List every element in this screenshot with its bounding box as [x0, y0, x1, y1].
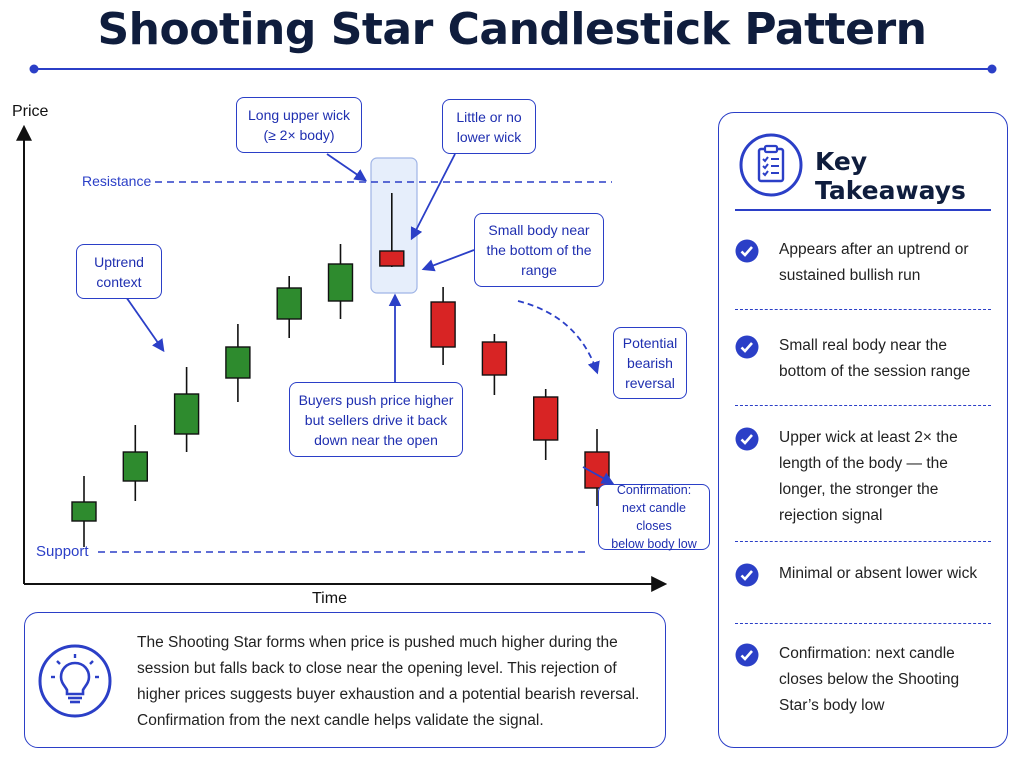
callout-small-body: Small body near the bottom of the range [474, 213, 604, 287]
candle-2-body [122, 451, 149, 482]
callout-line: range [521, 262, 557, 278]
candle-9-body [481, 341, 508, 376]
callout-line: reversal [625, 375, 675, 391]
callout-line: Long upper wick [248, 107, 350, 123]
callout-line: the bottom of the [486, 242, 592, 258]
callout-line: down near the open [314, 431, 438, 448]
callout-line: context [96, 273, 142, 290]
callout-line: bearish [627, 355, 673, 371]
rule-left-dot [29, 64, 39, 74]
title-rule [29, 64, 997, 74]
takeaway-separator [735, 541, 991, 542]
check-circle-icon [735, 335, 759, 359]
takeaway-text: Minimal or absent lower wick [779, 565, 978, 582]
callout-bearish-reversal: Potential bearish reversal [613, 327, 687, 399]
callout-line: next candle closes [622, 501, 686, 533]
callout-line: but sellers drive it back [304, 411, 448, 428]
candle-8-body [430, 301, 456, 348]
arrow-confirmation [582, 466, 615, 485]
candle-3-body [173, 393, 200, 435]
page-title: Shooting Star Candlestick Pattern [97, 4, 927, 55]
candles-group [71, 193, 610, 547]
arrow-bearish-reversal [517, 300, 600, 375]
candle-1-body [71, 501, 97, 522]
key-takeaways-rule [735, 209, 991, 211]
candlestick-chart: Price Time Resistance Support [12, 103, 668, 607]
callout-line: Buyers push price higher [298, 391, 454, 408]
takeaway-separator [735, 405, 991, 406]
lightbulb-icon [38, 644, 112, 718]
key-takeaways-panel: Key Takeaways Appears after an uptrend o… [718, 112, 1008, 748]
arrow-long-upper-wick [326, 153, 368, 182]
takeaway-text: Appears after an uptrend or sustained bu… [779, 241, 969, 284]
check-circle-icon [735, 563, 759, 587]
check-circle-icon [735, 643, 759, 667]
key-takeaways-title: Key Takeaways [815, 147, 966, 205]
callout-line: Uptrend [94, 253, 144, 270]
callout-uptrend: Uptrend context [76, 244, 162, 299]
support-label: Support [36, 543, 89, 560]
callout-little-lower-wick: Little or no lower wick [442, 99, 536, 154]
candle-10-body [533, 396, 559, 441]
rule-right-dot [987, 64, 997, 74]
callout-line: Potential [622, 335, 678, 351]
callout-line: below body low [611, 537, 697, 551]
description-text: The Shooting Star forms when price is pu… [137, 634, 640, 729]
takeaway-separator [735, 309, 991, 310]
x-axis-label: Time [312, 590, 347, 607]
arrow-small-body [421, 249, 475, 272]
y-axis-label: Price [12, 103, 49, 120]
takeaway-separator [735, 623, 991, 624]
takeaway-text: Small real body near the bottom of the s… [779, 337, 971, 380]
callout-confirmation: Confirmation: next candle closes below bod… [598, 483, 710, 551]
arrow-uptrend [123, 293, 165, 353]
arrow-little-lower-wick [410, 153, 456, 241]
candle-4-body [225, 346, 251, 379]
callout-line: Little or no [456, 108, 522, 125]
callout-line: Small body near [488, 222, 590, 238]
takeaway-text: Confirmation: next candle closes below t… [779, 645, 960, 714]
description-panel: The Shooting Star forms when price is pu… [24, 612, 666, 748]
callout-long-upper-wick: Long upper wick (≥ 2× body) [236, 97, 362, 153]
candle-6-body [327, 263, 354, 302]
shooting-star-highlight [370, 157, 418, 294]
check-circle-icon [735, 427, 759, 451]
shooting-star-candle-body [379, 250, 405, 267]
takeaway-text: Upper wick at least 2× the length of the… [779, 429, 958, 524]
clipboard-checklist-icon [739, 133, 803, 197]
callout-line: (≥ 2× body) [263, 127, 335, 143]
candle-5-body [276, 287, 302, 320]
resistance-label: Resistance [82, 173, 151, 189]
callout-line: Confirmation: [616, 483, 692, 497]
callout-buyers-push: Buyers push price higher but sellers driv… [289, 382, 463, 457]
callout-line: lower wick [456, 128, 522, 145]
check-circle-icon [735, 239, 759, 263]
